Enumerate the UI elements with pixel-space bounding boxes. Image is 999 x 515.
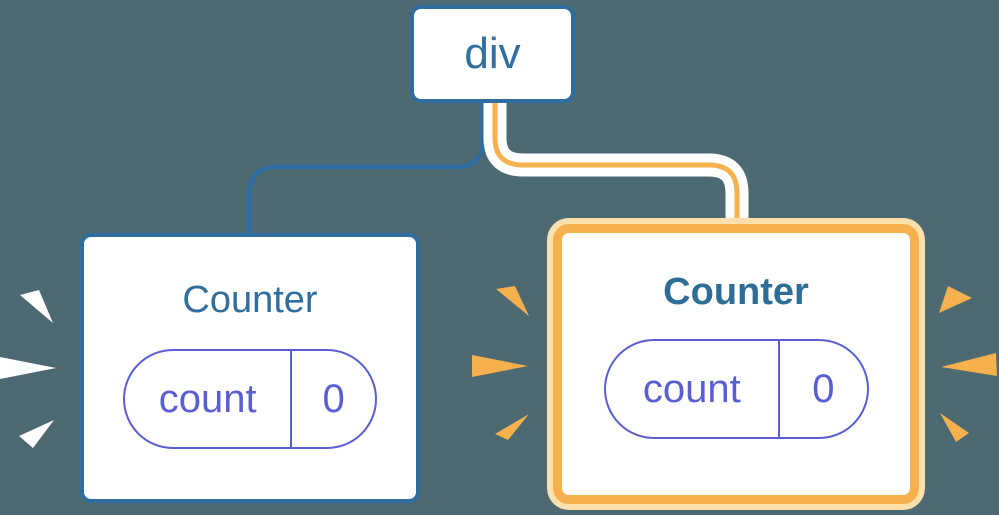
counter-title: Counter — [663, 271, 809, 313]
orange-burst-left-icon — [472, 286, 529, 440]
state-pill: count 0 — [603, 339, 869, 439]
white-burst-icon — [0, 290, 56, 448]
burst-spark-icon — [20, 290, 53, 323]
burst-spark-icon — [495, 414, 529, 440]
counter-title: Counter — [182, 279, 318, 321]
state-name: count — [642, 366, 741, 411]
state-name: count — [158, 376, 257, 421]
state-pill: count 0 — [123, 349, 377, 449]
link-to-right-counter — [492, 100, 740, 230]
burst-spark-icon — [939, 286, 972, 313]
root-node-div: div — [410, 5, 575, 103]
counter-node-highlighted: Counter count 0 — [553, 224, 919, 504]
link-to-left-counter — [246, 101, 486, 235]
burst-spark-icon — [19, 420, 54, 448]
orange-burst-right-icon — [939, 286, 997, 442]
burst-spark-icon — [940, 413, 969, 442]
burst-spark-icon — [496, 286, 529, 316]
counter-node-plain: Counter count 0 — [80, 233, 420, 503]
state-value: 0 — [290, 351, 375, 447]
root-node-label: div — [464, 29, 521, 78]
burst-spark-icon — [941, 353, 997, 376]
burst-spark-icon — [472, 355, 528, 377]
burst-spark-icon — [0, 357, 56, 379]
state-value: 0 — [778, 341, 866, 437]
